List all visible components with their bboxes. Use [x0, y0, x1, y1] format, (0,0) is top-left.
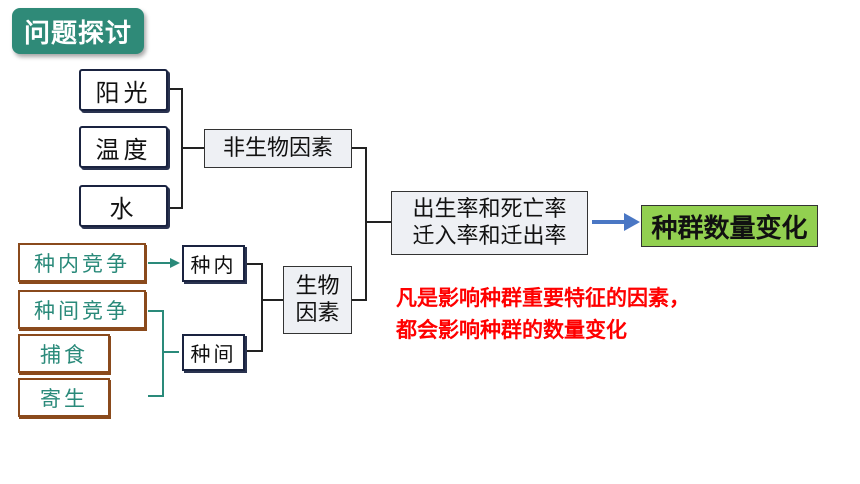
factors-bracket — [352, 147, 367, 301]
example-predation: 捕食 — [18, 334, 110, 373]
intra-arrow-head — [170, 258, 180, 268]
result-arrow-head — [624, 213, 640, 231]
conclusion-note-line-2: 都会影响种群的数量变化 — [396, 317, 627, 342]
interspecific-bracket — [148, 310, 179, 397]
factor-water: 水 — [79, 185, 168, 227]
interspecific-box: 种间 — [182, 334, 245, 371]
biotic-category-line-1: 生物 — [295, 273, 340, 299]
population-change-box: 种群数量变化 — [641, 205, 818, 247]
abiotic-category-box: 非生物因素 — [204, 129, 352, 168]
conclusion-note-line-1: 凡是影响种群重要特征的因素， — [396, 286, 690, 310]
rates-line-2: 迁入率和迁出率 — [412, 224, 567, 249]
example-intraspecific-competition: 种内竞争 — [18, 243, 146, 282]
conclusion-note: 凡是影响种群重要特征的因素， 都会影响种群的数量变化 — [396, 283, 816, 346]
example-interspecific-competition: 种间竞争 — [18, 290, 146, 329]
biotic-category-line-2: 因素 — [295, 301, 340, 326]
biotic-bracket — [245, 263, 263, 352]
abiotic-bracket — [170, 88, 183, 209]
rates-box: 出生率和死亡率 迁入率和迁出率 — [391, 191, 588, 255]
page-title: 问题探讨 — [12, 8, 144, 54]
intraspecific-box: 种内 — [182, 245, 245, 282]
factor-sunlight: 阳光 — [79, 69, 168, 111]
example-parasitism: 寄生 — [18, 378, 110, 417]
rates-line-1: 出生率和死亡率 — [412, 196, 567, 222]
biotic-category-box: 生物 因素 — [283, 266, 352, 334]
factor-temperature: 温度 — [79, 126, 168, 168]
